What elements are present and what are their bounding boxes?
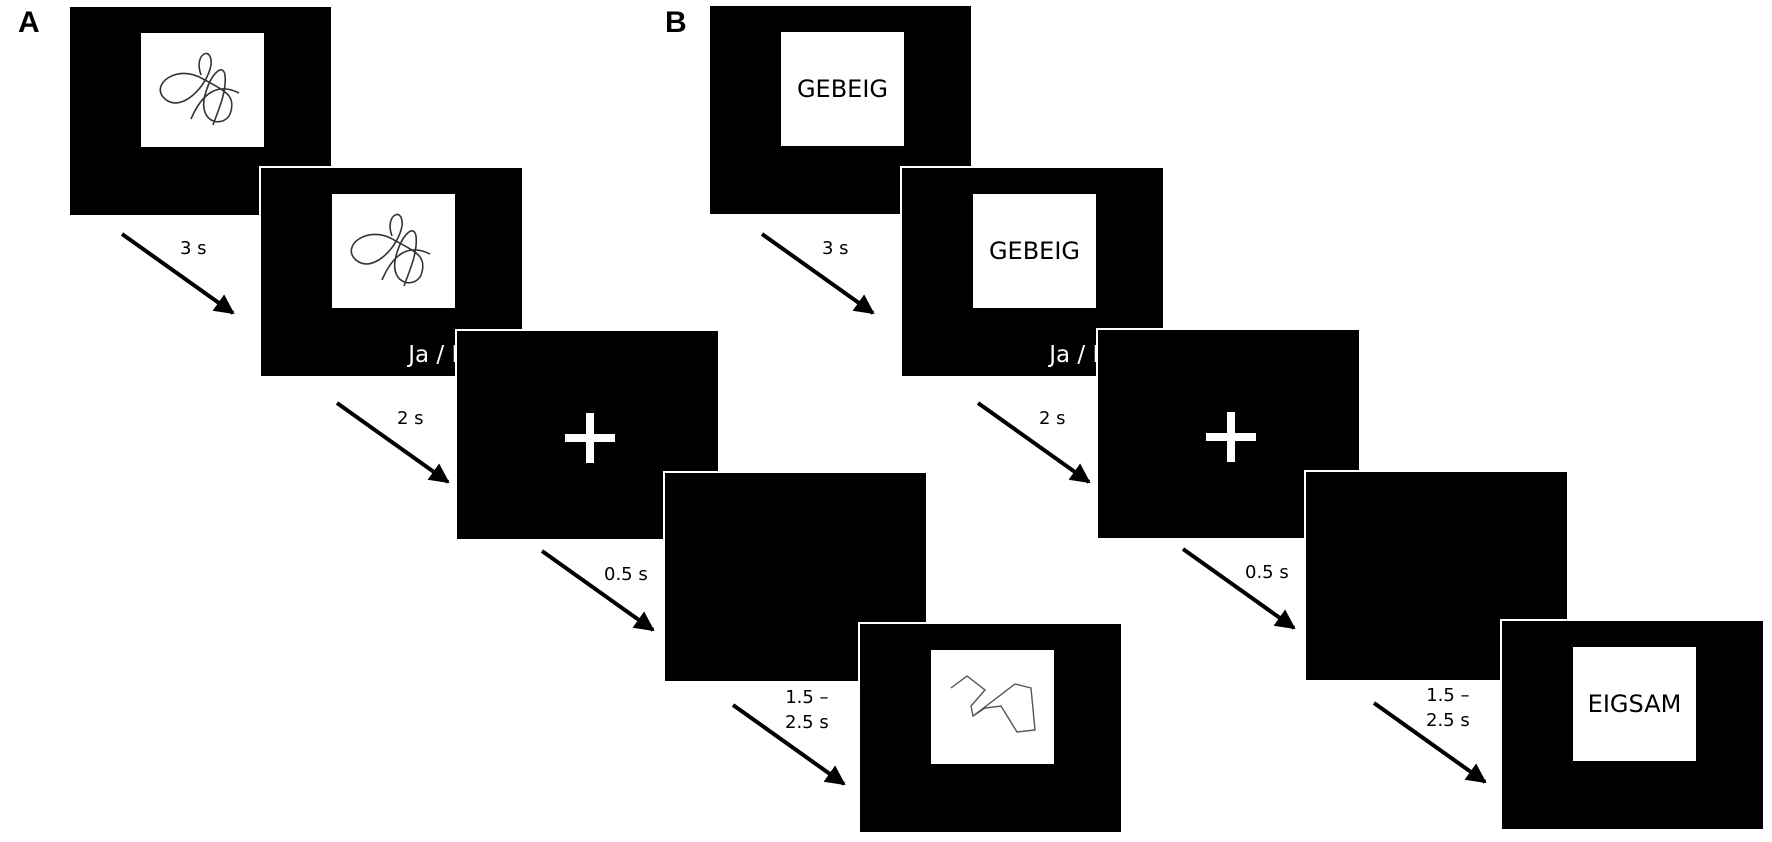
arrow-icon: [540, 549, 655, 632]
word-stimulus: GEBEIG: [781, 32, 904, 146]
arrow-icon: [1372, 701, 1487, 784]
panel-b-screen-5: EIGSAM: [1500, 619, 1765, 831]
word-stimulus: EIGSAM: [1573, 647, 1696, 761]
scribble-stimulus: [332, 194, 455, 308]
arrow-icon: [731, 703, 846, 786]
duration-label: 0.5 s: [604, 564, 648, 585]
scribble-icon: [159, 52, 240, 126]
polygon-icon: [950, 675, 1036, 733]
scribble-icon: [350, 213, 431, 287]
duration-label: 3 s: [822, 238, 849, 259]
polygon-stimulus: [931, 650, 1054, 764]
scribble-stimulus: [141, 33, 264, 147]
duration-label: 1.5 – 2.5 s: [1426, 685, 1470, 731]
panel-a-label: A: [18, 6, 40, 39]
duration-label: 0.5 s: [1245, 562, 1289, 583]
arrow-icon: [120, 232, 235, 315]
duration-label: 2 s: [1039, 408, 1066, 429]
panel-a-screen-1: [68, 5, 333, 217]
duration-label: 3 s: [180, 238, 207, 259]
panel-a-screen-5: [858, 622, 1123, 834]
arrow-icon: [1181, 547, 1296, 630]
duration-label: 1.5 – 2.5 s: [785, 687, 829, 733]
arrow-icon: [976, 401, 1091, 484]
arrow-icon: [760, 232, 875, 315]
panel-b-screen-2: GEBEIG Ja / Nein?: [900, 166, 1165, 378]
duration-label: 2 s: [397, 408, 424, 429]
panel-b-screen-1: GEBEIG: [708, 4, 973, 216]
arrow-icon: [335, 401, 450, 484]
fixation-cross-icon: [565, 413, 615, 463]
word-stimulus: GEBEIG: [973, 194, 1096, 308]
fixation-cross-icon: [1206, 412, 1256, 462]
panel-b-label: B: [665, 6, 687, 39]
